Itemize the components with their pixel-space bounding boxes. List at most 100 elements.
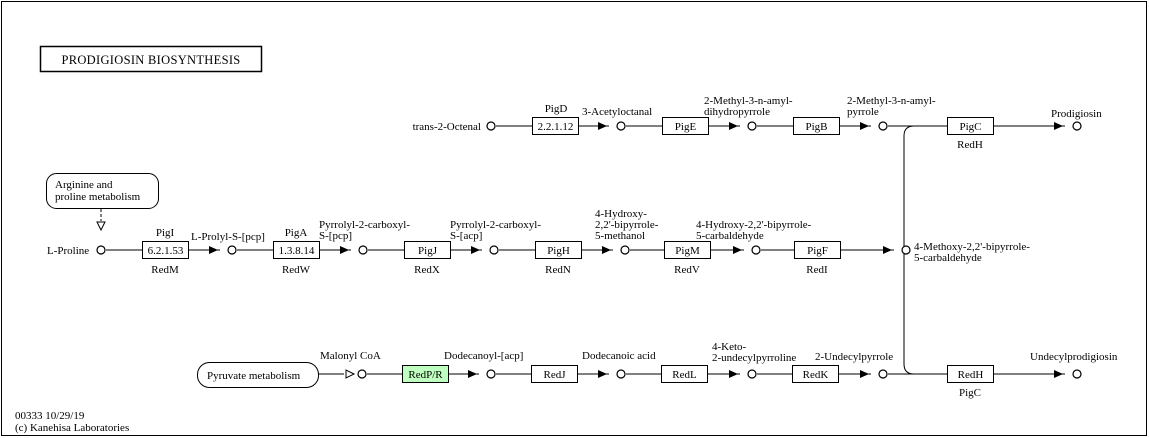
copyright: (c) Kanehisa Laboratories bbox=[15, 422, 129, 434]
enzyme-e12[interactable]: RedJ bbox=[531, 365, 578, 383]
enzyme-e15-below: PigC bbox=[959, 387, 981, 399]
enzyme-e15-label: RedH bbox=[958, 369, 984, 381]
enzyme-e8[interactable]: PigH bbox=[535, 241, 582, 259]
enzyme-e13[interactable]: RedL bbox=[661, 365, 708, 383]
enzyme-e14-label: RedK bbox=[803, 369, 829, 381]
cpd-keto-undecylpyrroline[interactable] bbox=[747, 369, 757, 379]
cpd-pyrrolyl-acp[interactable] bbox=[489, 245, 499, 255]
enzyme-e9-label: PigM bbox=[675, 245, 700, 257]
map-arginine-line2: proline metabolism bbox=[55, 191, 141, 203]
cpd-undecylpyrrole[interactable] bbox=[878, 369, 888, 379]
enzyme-alt-labels: PigD RedH PigI RedM PigA RedW RedX RedN … bbox=[151, 103, 983, 399]
label-l-prolyl-pcp: L-Prolyl-S-[pcp] bbox=[191, 231, 265, 243]
enzyme-e5-above: PigI bbox=[156, 227, 175, 239]
cpd-l-proline[interactable] bbox=[96, 245, 106, 255]
enzyme-e6[interactable]: 1.3.8.14 bbox=[273, 241, 320, 259]
enzyme-e7-label: PigJ bbox=[418, 245, 438, 257]
label-keto-undecylpyrroline-1: 4-Keto- bbox=[712, 341, 747, 353]
label-prodigiosin: Prodigiosin bbox=[1051, 108, 1102, 120]
map-link-pyruvate[interactable]: Pyruvate metabolism bbox=[197, 362, 319, 388]
cpd-trans-2-octenal[interactable] bbox=[486, 121, 496, 131]
enzyme-e10[interactable]: PigF bbox=[794, 241, 841, 259]
cpd-methyl-amyl-pyrrole[interactable] bbox=[878, 121, 888, 131]
enzyme-e2-label: PigE bbox=[675, 121, 697, 133]
cpd-hydroxy-carbaldehyde[interactable] bbox=[751, 245, 761, 255]
cpd-undecylprodigiosin[interactable] bbox=[1072, 369, 1082, 379]
label-pyrrolyl-acp-1: Pyrrolyl-2-carboxyl- bbox=[450, 219, 541, 231]
label-methyl-amyl-pyrrole-1: 2-Methyl-3-n-amyl- bbox=[847, 95, 936, 107]
enzyme-e1-label: 2.2.1.12 bbox=[538, 121, 574, 133]
map-title: PRODIGIOSIN BIOSYNTHESIS bbox=[61, 53, 240, 67]
cpd-methoxy-carbaldehyde[interactable] bbox=[901, 245, 911, 255]
map-arginine-line1: Arginine and bbox=[55, 179, 113, 191]
enzyme-e6-above: PigA bbox=[285, 227, 308, 239]
label-methyl-amyl-dihydropyrrole-2: dihydropyrrole bbox=[704, 106, 770, 118]
label-hydroxy-methanol-1: 4-Hydroxy- bbox=[595, 208, 647, 220]
enzyme-e8-label: PigH bbox=[547, 245, 570, 257]
label-undecylpyrrole: 2-Undecylpyrrole bbox=[815, 351, 893, 363]
enzyme-e5[interactable]: 6.2.1.53 bbox=[142, 241, 189, 259]
cpd-pyrrolyl-pcp[interactable] bbox=[358, 245, 368, 255]
enzyme-e3[interactable]: PigB bbox=[793, 117, 840, 135]
enzyme-e7-below: RedX bbox=[414, 264, 440, 276]
label-dodecanoyl-acp: Dodecanoyl-[acp] bbox=[444, 350, 523, 362]
cpd-malonyl-coa[interactable] bbox=[357, 369, 367, 379]
enzyme-e13-label: RedL bbox=[672, 369, 697, 381]
compound-nodes bbox=[96, 121, 1082, 379]
label-hydroxy-carbaldehyde-2: 5-carbaldehyde bbox=[696, 230, 764, 242]
label-methyl-amyl-pyrrole-2: pyrrole bbox=[847, 106, 879, 118]
enzyme-e1[interactable]: 2.2.1.12 bbox=[532, 117, 579, 135]
enzyme-e12-label: RedJ bbox=[544, 369, 567, 381]
label-pyrrolyl-acp-2: S-[acp] bbox=[450, 230, 482, 242]
enzyme-e15[interactable]: RedH bbox=[947, 365, 994, 383]
enzyme-e5-label: 6.2.1.53 bbox=[148, 245, 184, 257]
enzyme-e2[interactable]: PigE bbox=[662, 117, 709, 135]
enzyme-e14[interactable]: RedK bbox=[792, 365, 839, 383]
label-3-acetyloctanal: 3-Acetyloctanal bbox=[582, 106, 652, 118]
enzyme-e5-below: RedM bbox=[151, 264, 179, 276]
label-methoxy-carbaldehyde-1: 4-Methoxy-2,2'-bipyrrole- bbox=[914, 241, 1030, 253]
label-hydroxy-carbaldehyde-1: 4-Hydroxy-2,2'-bipyrrole- bbox=[696, 219, 812, 231]
label-dodecanoic-acid: Dodecanoic acid bbox=[582, 350, 656, 362]
label-hydroxy-methanol-3: 5-methanol bbox=[595, 230, 645, 242]
label-pyrrolyl-pcp-2: S-[pcp] bbox=[319, 230, 352, 242]
label-malonyl-coa: Malonyl CoA bbox=[320, 350, 381, 362]
label-undecylprodigiosin: Undecylprodigiosin bbox=[1030, 351, 1118, 363]
cpd-dodecanoyl-acp[interactable] bbox=[486, 369, 496, 379]
enzyme-e1-above: PigD bbox=[545, 103, 568, 115]
cpd-l-prolyl-pcp[interactable] bbox=[227, 245, 237, 255]
cpd-dodecanoic-acid[interactable] bbox=[616, 369, 626, 379]
enzyme-e9[interactable]: PigM bbox=[664, 241, 711, 259]
cpd-hydroxy-methanol[interactable] bbox=[620, 245, 630, 255]
label-methyl-amyl-dihydropyrrole-1: 2-Methyl-3-n-amyl- bbox=[704, 95, 793, 107]
enzyme-e8-below: RedN bbox=[545, 264, 571, 276]
cpd-prodigiosin[interactable] bbox=[1072, 121, 1082, 131]
enzyme-e6-below: RedW bbox=[282, 264, 311, 276]
enzyme-e4-label: PigC bbox=[959, 121, 981, 133]
label-methoxy-carbaldehyde-2: 5-carbaldehyde bbox=[914, 252, 982, 264]
enzyme-e6-label: 1.3.8.14 bbox=[279, 245, 315, 257]
enzyme-e4[interactable]: PigC bbox=[947, 117, 994, 135]
map-pyruvate-label: Pyruvate metabolism bbox=[207, 370, 301, 382]
enzyme-e4-below: RedH bbox=[957, 139, 983, 151]
label-l-proline: L-Proline bbox=[47, 245, 89, 257]
label-keto-undecylpyrroline-2: 2-undecylpyrroline bbox=[712, 352, 796, 364]
label-hydroxy-methanol-2: 2,2'-bipyrrole- bbox=[595, 219, 659, 231]
arrowheads bbox=[96, 122, 1063, 379]
enzyme-e9-below: RedV bbox=[674, 264, 700, 276]
enzyme-e3-label: PigB bbox=[805, 121, 827, 133]
cpd-3-acetyloctanal[interactable] bbox=[616, 121, 626, 131]
enzyme-boxes: 2.2.1.12 PigE PigB PigC 6.2.1.53 1.3.8.1… bbox=[142, 117, 994, 383]
map-link-arginine[interactable]: Arginine and proline metabolism bbox=[46, 173, 159, 209]
label-pyrrolyl-pcp-1: Pyrrolyl-2-carboxyl- bbox=[319, 219, 410, 231]
map-id-date: 00333 10/29/19 bbox=[15, 410, 85, 422]
cpd-methyl-amyl-dihydropyrrole[interactable] bbox=[747, 121, 757, 131]
enzyme-e10-label: PigF bbox=[807, 245, 828, 257]
map-title-box bbox=[39, 45, 263, 73]
compound-labels: trans-2-Octenal 3-Acetyloctanal 2-Methyl… bbox=[47, 95, 1118, 364]
label-trans-2-octenal: trans-2-Octenal bbox=[413, 121, 481, 133]
enzyme-e7[interactable]: PigJ bbox=[404, 241, 451, 259]
enzyme-e11[interactable]: RedP/R bbox=[402, 365, 449, 383]
